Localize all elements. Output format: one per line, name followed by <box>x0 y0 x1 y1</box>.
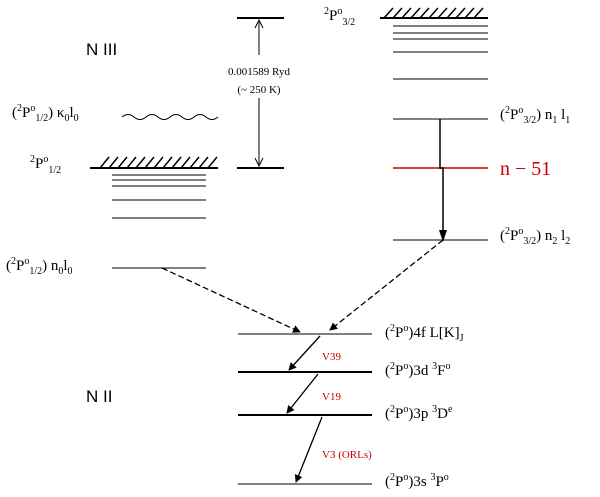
limit-2p12-hatch <box>99 156 218 169</box>
dashed-arrow-n0l0-to-4f <box>161 267 301 333</box>
level-n0l0-label: (2Po1/2) n0l0 <box>6 256 73 277</box>
limit-2p32-label: 2Po3/2 <box>324 6 355 28</box>
arrow-4f-to-3d <box>288 335 321 371</box>
multiplet-v39: V39 <box>322 351 341 363</box>
level-3s-label: (2Po)3s 3Po <box>385 472 449 490</box>
energy-gap-indicator: 0.001589 Ryd (~ 250 K) <box>228 17 290 169</box>
arrow-3d-to-3p <box>286 373 319 414</box>
multiplet-v3: V3 (ORLs) <box>322 449 372 461</box>
cascade-arrowhead <box>439 230 447 242</box>
multiplet-v19: V19 <box>322 391 341 403</box>
dashed-arrow-n2l2-to-4f <box>329 239 444 331</box>
level-n51-label: n − 51 <box>500 158 551 180</box>
level-kappa-label: (2Po1/2) κ0l0 <box>12 103 79 124</box>
limit-2p32: 2Po3/2 <box>324 6 488 80</box>
limit-2p12-rydberg-series <box>112 174 206 219</box>
level-n2l2-label: (2Po3/2) n2 l2 <box>500 226 570 247</box>
limit-2p12: 2Po1/2 <box>30 154 218 219</box>
gap-value: 0.001589 Ryd <box>228 66 290 78</box>
gap-temperature: (~ 250 K) <box>237 84 281 96</box>
ion-label-n3: N III <box>86 40 117 59</box>
level-4f-label: (2Po)4f L[K]J <box>385 323 464 344</box>
ion-label-n2: N II <box>86 387 112 406</box>
cascade-arrow-n1-to-n2 <box>439 119 444 236</box>
level-n1l1-label: (2Po3/2) n1 l1 <box>500 105 570 126</box>
limit-2p12-label: 2Po1/2 <box>30 154 61 176</box>
arrow-3p-to-3s <box>294 416 323 483</box>
level-3d-label: (2Po)3d 3Fo <box>385 361 450 379</box>
limit-2p32-hatch <box>383 7 484 19</box>
limit-2p32-rydberg-series <box>393 25 488 80</box>
level-3p-label: (2Po)3p 3De <box>385 404 453 422</box>
level-kappa-wave <box>121 114 219 120</box>
